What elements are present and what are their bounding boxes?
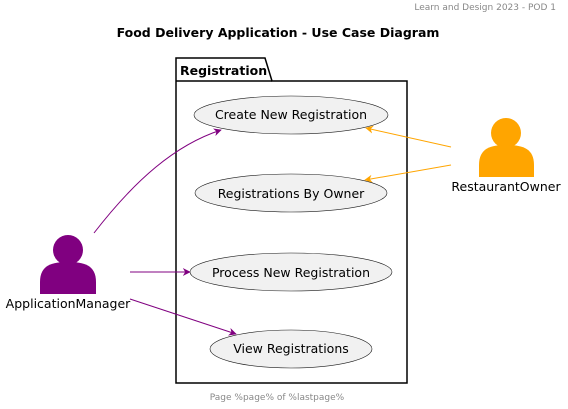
use-case-registrations-by-owner: Registrations By Owner [194,173,388,213]
diagram-title: Food Delivery Application - Use Case Dia… [117,25,440,40]
diagram-header: Learn and Design 2023 - POD 1 [414,3,556,13]
use-case-label: Registrations By Owner [218,186,365,201]
person-icon [479,118,534,177]
package-name: Registration [180,63,267,78]
actor-label: RestaurantOwner [451,179,561,194]
association-manager-create [93,128,222,234]
package-registration: Registration [175,57,408,384]
actor-label: ApplicationManager [6,296,131,311]
use-case-create-new-registration: Create New Registration [193,95,389,135]
association-owner-create [365,125,452,148]
use-case-label: Process New Registration [212,265,370,280]
use-case-view-registrations: View Registrations [209,329,373,369]
person-icon [40,235,96,294]
actor-restaurant-owner: RestaurantOwner [451,118,561,194]
actor-application-manager: ApplicationManager [6,235,131,311]
use-case-label: Create New Registration [215,107,367,122]
associations [93,125,452,336]
use-case-label: View Registrations [233,341,349,356]
association-manager-view [129,298,237,336]
diagram-footer: Page %page% of %lastpage% [210,393,345,403]
association-owner-by-owner [364,164,452,183]
use-case-process-new-registration: Process New Registration [189,252,393,292]
